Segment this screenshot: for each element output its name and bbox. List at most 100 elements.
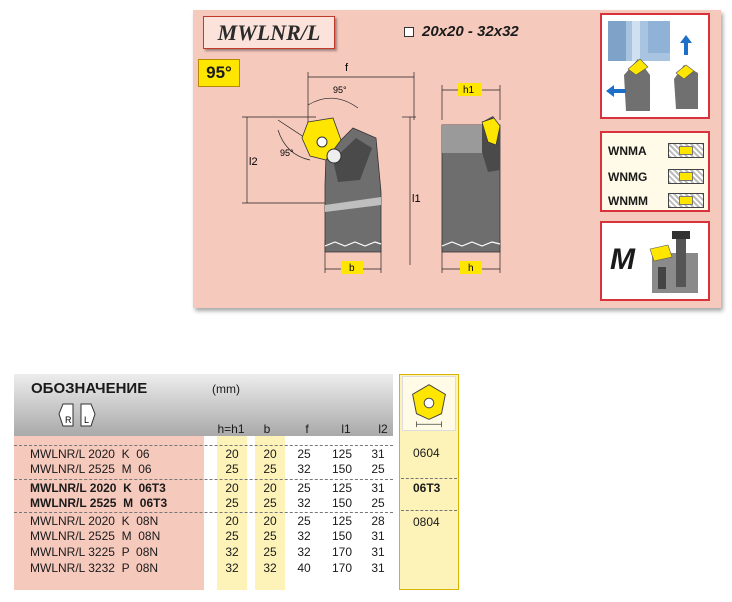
- grade-label: WNMA: [608, 143, 647, 158]
- clamp-type-letter: M: [610, 243, 635, 276]
- column-header-b: b: [263, 422, 271, 436]
- l2-cell: 31: [371, 447, 385, 461]
- table-title: ОБОЗНАЧЕНИЕ: [31, 380, 148, 397]
- grade-label: WNMG: [608, 169, 648, 184]
- l2-cell: 25: [371, 462, 385, 476]
- right-hand-label: R: [65, 415, 72, 425]
- f-cell: 32: [297, 529, 311, 543]
- table-row: MWLNR/L 3232 P 08N 32 32 40 170 31: [14, 560, 393, 576]
- b-cell: 20: [263, 481, 277, 495]
- dim-f-label: f: [345, 62, 349, 74]
- feed-direction-icon: [606, 21, 698, 111]
- designation-cell: MWLNR/L 2525 M 08N: [30, 529, 161, 543]
- h-cell: 20: [225, 481, 239, 495]
- dim-l2-label: l2: [249, 156, 258, 168]
- designation-cell: MWLNR/L 2020 K 08N: [30, 514, 159, 528]
- lever-clamp-icon: [649, 231, 698, 293]
- b-cell: 25: [263, 462, 277, 476]
- f-cell: 25: [297, 447, 311, 461]
- trigon-insert-icon: [402, 376, 456, 431]
- f-cell: 25: [297, 514, 311, 528]
- size-range-text: 20x20 - 32x32: [422, 23, 519, 40]
- dim-b-label: b: [349, 263, 355, 274]
- l1-cell: 150: [331, 496, 353, 510]
- column-header-l2: l2: [378, 422, 388, 436]
- square-shank-icon: [404, 26, 414, 37]
- h-cell: 25: [225, 496, 239, 510]
- tool-drawing: f h1 95° 95° l2 l1 b h: [242, 62, 501, 274]
- left-hand-label: L: [84, 415, 89, 425]
- table-row: MWLNR/L 2020 K 06T3 20 20 25 125 31: [14, 479, 393, 496]
- l1-cell: 150: [331, 462, 353, 476]
- tool-holder-panel: MWLNR/L 95° 20x20 - 32x32: [193, 10, 721, 308]
- l2-cell: 31: [371, 545, 385, 559]
- clamp-type-box: M: [600, 221, 710, 301]
- column-header-f: f: [305, 422, 309, 436]
- l1-cell: 170: [331, 561, 353, 575]
- h-cell: 25: [225, 529, 239, 543]
- h-cell: 32: [225, 545, 239, 559]
- b-cell: 25: [263, 529, 277, 543]
- table-row: MWLNR/L 2525 M 06 25 25 32 150 25: [14, 461, 393, 477]
- h-cell: 25: [225, 462, 239, 476]
- f-cell: 40: [297, 561, 311, 575]
- l2-cell: 31: [371, 481, 385, 495]
- divider: [401, 510, 457, 511]
- grade-row-wnma: WNMA: [608, 143, 704, 158]
- l2-cell: 31: [371, 561, 385, 575]
- f-cell: 32: [297, 545, 311, 559]
- machining-direction-illustration: [600, 13, 710, 119]
- f-cell: 32: [297, 496, 311, 510]
- right-left-hand-icon: R L: [58, 403, 96, 427]
- unit-label: (mm): [212, 382, 240, 396]
- designation-cell: MWLNR/L 2020 K 06T3: [30, 481, 166, 495]
- l1-cell: 170: [331, 545, 353, 559]
- insert-size-0804: 0804: [413, 515, 440, 529]
- h-cell: 20: [225, 447, 239, 461]
- l1-cell: 150: [331, 529, 353, 543]
- b-cell: 20: [263, 514, 277, 528]
- dim-h-label: h: [468, 263, 474, 274]
- b-cell: 25: [263, 545, 277, 559]
- h-column-bg: [217, 436, 247, 590]
- model-name: MWLNR/L: [203, 16, 335, 49]
- l2-cell: 28: [371, 514, 385, 528]
- approach-angle-badge: 95°: [198, 59, 240, 87]
- angle-side-label: 95°: [280, 148, 294, 158]
- l2-cell: 25: [371, 496, 385, 510]
- table-row: MWLNR/L 2020 K 06 20 20 25 125 31: [14, 445, 393, 462]
- table-row: MWLNR/L 2525 M 06T3 25 25 32 150 25: [14, 495, 393, 511]
- insert-profile-icon: [668, 193, 704, 208]
- f-cell: 25: [297, 481, 311, 495]
- b-cell: 20: [263, 447, 277, 461]
- insert-size-0604: 0604: [413, 446, 440, 460]
- designation-column-bg: [14, 436, 204, 590]
- column-header-h: h=h1: [217, 422, 245, 436]
- l1-cell: 125: [331, 481, 353, 495]
- designation-cell: MWLNR/L 2020 K 06: [30, 447, 150, 461]
- dim-h1-label: h1: [463, 85, 475, 96]
- h-cell: 20: [225, 514, 239, 528]
- l1-cell: 125: [331, 514, 353, 528]
- b-column-bg: [255, 436, 285, 590]
- column-header-l1: l1: [341, 422, 351, 436]
- h-cell: 32: [225, 561, 239, 575]
- designation-cell: MWLNR/L 2525 M 06T3: [30, 496, 168, 510]
- table-row: MWLNR/L 3225 P 08N 32 25 32 170 31: [14, 544, 393, 560]
- insert-size-column: [399, 374, 459, 590]
- grade-row-wnmg: WNMG: [608, 169, 704, 184]
- f-cell: 32: [297, 462, 311, 476]
- b-cell: 32: [263, 561, 277, 575]
- size-range: 20x20 - 32x32: [404, 23, 519, 40]
- insert-size-06t3: 06T3: [413, 481, 441, 495]
- divider: [401, 478, 457, 479]
- l1-cell: 125: [331, 447, 353, 461]
- designation-cell: MWLNR/L 2525 M 06: [30, 462, 152, 476]
- designation-cell: MWLNR/L 3225 P 08N: [30, 545, 159, 559]
- grade-label: WNMM: [608, 193, 648, 208]
- b-cell: 25: [263, 496, 277, 510]
- designation-cell: MWLNR/L 3232 P 08N: [30, 561, 159, 575]
- insert-profile-icon: [668, 143, 704, 158]
- table-row: MWLNR/L 2020 K 08N 20 20 25 125 28: [14, 512, 393, 529]
